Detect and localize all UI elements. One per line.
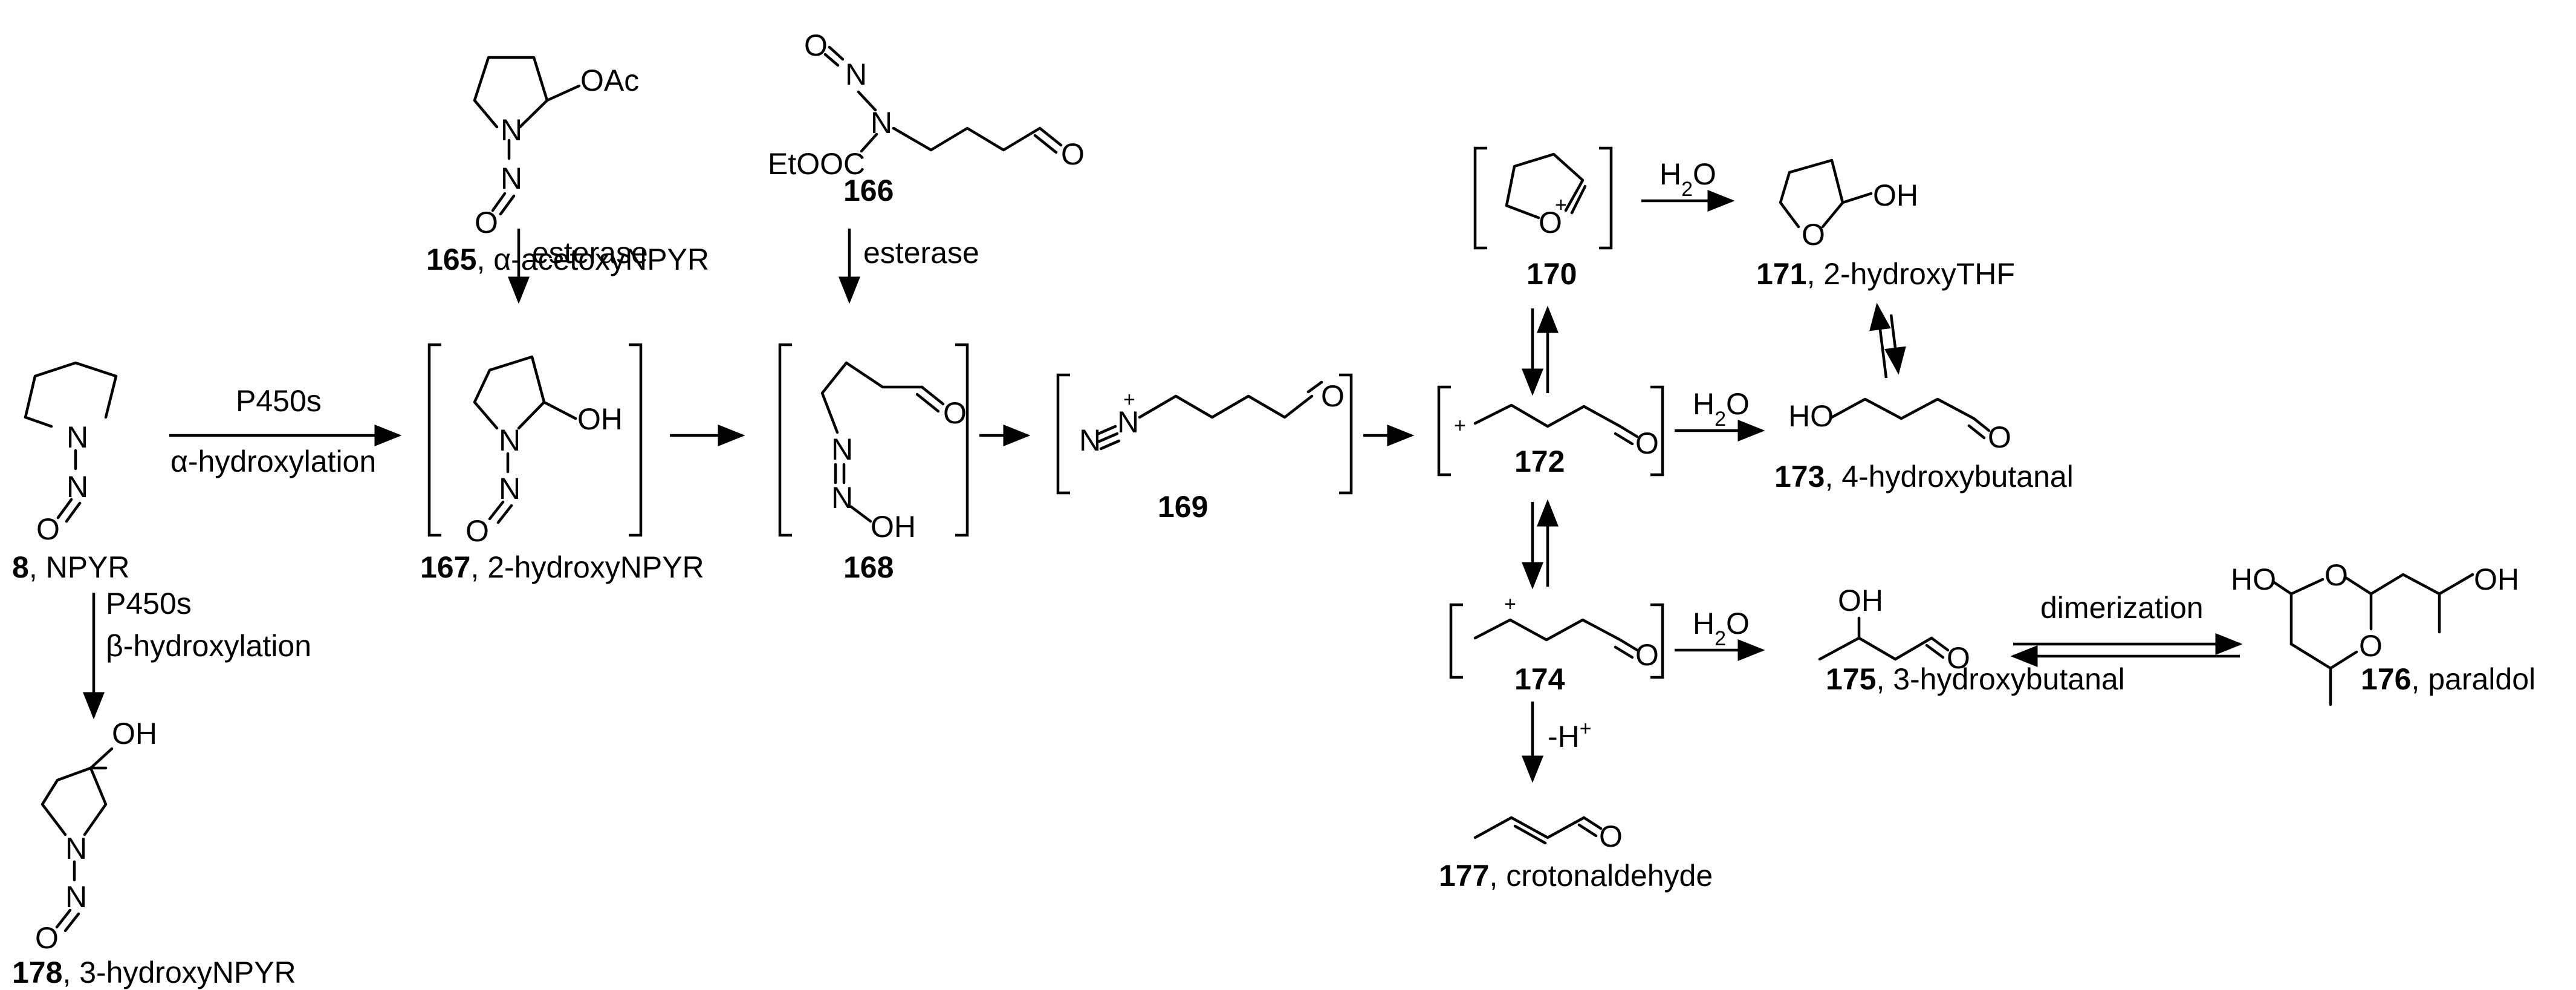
- atom-o: O: [2359, 629, 2383, 663]
- compound-177-structure: O: [1473, 816, 1623, 853]
- compound-168-structure: O N N OH: [778, 343, 969, 544]
- reagent-p450s: P450s: [106, 587, 192, 620]
- compound-176-structure: HO O O OH: [2231, 558, 2519, 706]
- charge-plus: +: [1504, 593, 1516, 616]
- atom-n: N: [65, 880, 87, 914]
- atom-o: O: [1599, 819, 1623, 853]
- compound-165-structure: OAc N N O: [473, 56, 639, 239]
- atom-n: N: [871, 106, 892, 140]
- compound-175-structure: OH O: [1818, 584, 1970, 675]
- equilibrium-173-171-down: [1884, 314, 1906, 375]
- compound-177-label: 177, crotonaldehyde: [1439, 859, 1713, 893]
- compound-166-label: 166: [843, 174, 894, 207]
- reagent-dimerization: dimerization: [2040, 591, 2204, 625]
- atom-n: N: [845, 57, 867, 91]
- atom-o: O: [2325, 558, 2348, 592]
- compound-173-structure: HO O: [1788, 397, 2011, 454]
- compound-171-label: 171, 2-hydroxyTHF: [1756, 257, 2015, 291]
- reagent-esterase: esterase: [863, 236, 979, 270]
- atom-o: O: [36, 512, 60, 546]
- atom-oh: OH: [2474, 562, 2519, 596]
- compound-169-label: 169: [1158, 490, 1208, 524]
- atom-oh: OH: [1838, 584, 1883, 617]
- atom-oh: OH: [871, 510, 916, 544]
- atom-o: O: [1321, 379, 1345, 413]
- reagent-h2o: H2O: [1693, 387, 1750, 431]
- atom-n: N: [67, 470, 88, 504]
- atom-n: N: [499, 472, 521, 506]
- atom-o: O: [804, 28, 828, 62]
- atom-ho: HO: [2231, 562, 2276, 596]
- reagent-beta-hydroxylation: β-hydroxylation: [106, 629, 311, 663]
- compound-174-structure: + O: [1449, 593, 1664, 679]
- reagent-minus-h: -H+: [1548, 717, 1592, 754]
- atom-o: O: [1635, 426, 1659, 460]
- reagent-esterase: esterase: [532, 236, 648, 270]
- reagent-h2o: H2O: [1659, 157, 1716, 201]
- atom-o: O: [466, 514, 489, 548]
- atom-n: N: [831, 432, 853, 466]
- atom-o: O: [1635, 638, 1659, 672]
- atom-n: N: [65, 832, 87, 865]
- reagent-h2o: H2O: [1693, 607, 1750, 650]
- compound-175-label: 175, 3-hydroxybutanal: [1826, 662, 2125, 696]
- compound-176-label: 176, paraldol: [2361, 662, 2535, 696]
- atom-n: N: [1079, 423, 1101, 457]
- compound-170-label: 170: [1526, 257, 1577, 291]
- atom-oh: OH: [1873, 178, 1918, 212]
- atom-n: N: [1117, 405, 1139, 439]
- compound-178-label: 178, 3-hydroxyNPYR: [12, 956, 296, 989]
- charge-plus: +: [1454, 414, 1466, 437]
- compound-178-structure: OH N N O: [35, 717, 157, 955]
- atom-etooc: EtOOC: [768, 147, 865, 181]
- compound-170-structure: O +: [1473, 146, 1613, 250]
- compound-171-structure: O OH: [1779, 158, 1918, 252]
- compound-166-structure: O N N EtOOC O: [768, 28, 1085, 181]
- atom-n: N: [501, 113, 522, 147]
- compound-169-structure: N N + O: [1056, 373, 1353, 495]
- compound-174-label: 174: [1514, 662, 1565, 696]
- equilibrium-173-171-up: [1869, 302, 1891, 379]
- atom-o: O: [35, 921, 59, 955]
- reagent-alpha-hydroxylation: α-hydroxylation: [170, 445, 376, 478]
- compound-172-label: 172: [1514, 445, 1565, 478]
- atom-n: N: [499, 423, 521, 457]
- compound-173-label: 173, 4-hydroxybutanal: [1774, 460, 2074, 493]
- atom-ho: HO: [1788, 399, 1834, 433]
- atom-o: O: [1802, 218, 1825, 252]
- reagent-p450s: P450s: [236, 384, 322, 418]
- atom-o: O: [475, 206, 498, 239]
- atom-oac: OAc: [580, 64, 639, 97]
- atom-n: N: [501, 161, 522, 195]
- compound-168-label: 168: [843, 550, 894, 584]
- compound-167-structure: OH N N O: [427, 343, 643, 548]
- compound-8-label: 8, NPYR: [12, 550, 130, 584]
- atom-o: O: [1988, 420, 2011, 454]
- atom-o: O: [943, 396, 967, 430]
- atom-oh: OH: [577, 402, 623, 436]
- atom-oh: OH: [112, 717, 157, 751]
- compound-8-structure: N N O: [24, 361, 118, 546]
- compound-167-label: 167, 2-hydroxyNPYR: [420, 550, 704, 584]
- charge-plus: +: [1123, 388, 1135, 411]
- atom-o: O: [1539, 206, 1562, 239]
- compound-165-label: 165, α-acetoxyNPYR: [426, 243, 709, 276]
- atom-n: N: [831, 481, 853, 515]
- atom-o: O: [1061, 137, 1085, 171]
- atom-n: N: [67, 420, 88, 454]
- atom-o: O: [1947, 641, 1970, 675]
- charge-plus: +: [1555, 194, 1567, 217]
- compound-172-structure: + O: [1437, 385, 1664, 477]
